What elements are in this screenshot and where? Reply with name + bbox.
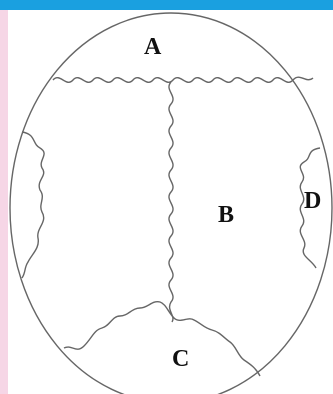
label-c: C <box>172 346 189 372</box>
top-accent-bar <box>0 0 333 10</box>
center-suture-line <box>169 82 173 322</box>
left-suture-line <box>22 132 44 278</box>
diagram-canvas: A B C D <box>8 10 333 394</box>
label-b: B <box>218 202 234 228</box>
label-a: A <box>144 34 162 60</box>
left-accent-bar <box>0 10 8 394</box>
label-d: D <box>304 188 321 214</box>
bottom-suture-line <box>64 302 260 376</box>
skull-sutures-diagram: A B C D <box>8 10 333 394</box>
top-suture-line <box>53 77 313 82</box>
